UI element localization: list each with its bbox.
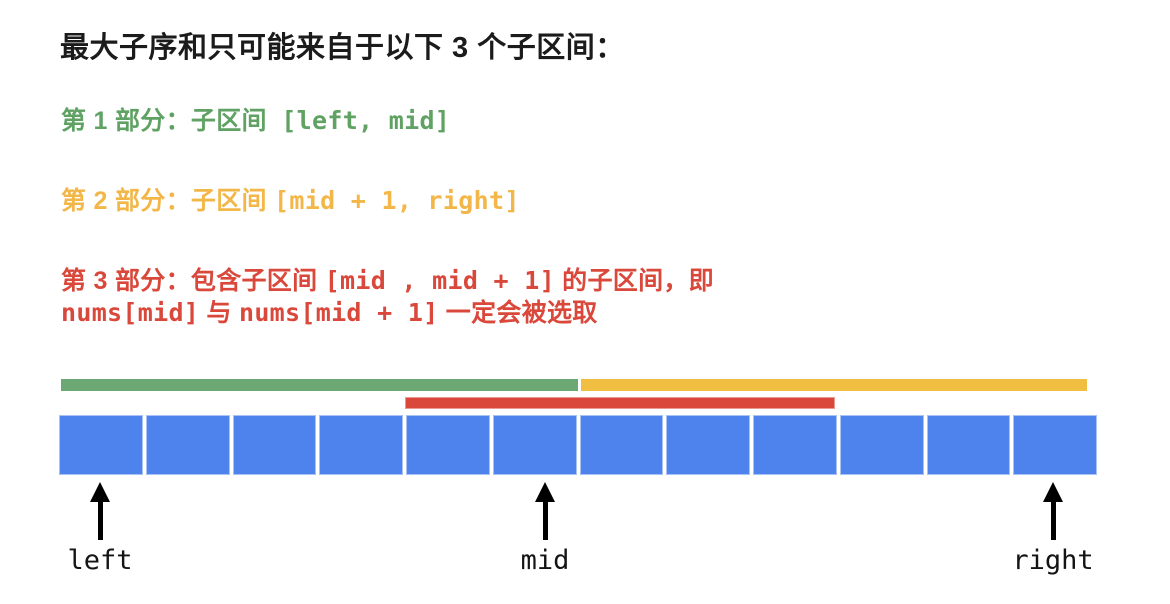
arrow-head	[90, 482, 110, 502]
part-2-label: 第 2 部分：子区间 [mid + 1, right]	[61, 181, 520, 217]
array-cell	[1013, 415, 1097, 475]
arrow-shaft	[542, 502, 548, 540]
left-pointer: left	[20, 482, 180, 576]
array-cell	[926, 415, 1011, 475]
label-text: 与	[199, 299, 239, 327]
array-cell	[666, 415, 750, 475]
array-cell	[319, 415, 403, 475]
crossing-mid-interval-bar	[405, 397, 835, 409]
mid-plus-1-to-right-interval-bar	[581, 379, 1087, 391]
left-pointer-label: left	[67, 545, 133, 576]
right-pointer: right	[973, 482, 1133, 576]
array-cell	[839, 415, 924, 475]
part-3-label-line-2: nums[mid] 与 nums[mid + 1] 一定会被选取	[61, 293, 598, 329]
up-arrow-icon	[90, 482, 110, 540]
array-cell	[406, 415, 490, 475]
up-arrow-icon	[535, 482, 555, 540]
code-text: nums[mid + 1]	[238, 298, 439, 327]
array-cell	[492, 415, 577, 475]
left-to-mid-interval-bar	[61, 379, 578, 391]
label-text: 一定会被选取	[438, 299, 598, 327]
array-cell	[753, 415, 837, 475]
array-cell	[232, 415, 317, 475]
part-3-label-line-1: 第 3 部分：包含子区间 [mid , mid + 1] 的子区间，即	[61, 261, 714, 297]
code-text: nums[mid]	[61, 298, 200, 327]
label-text: 的子区间，即	[554, 267, 714, 295]
arrow-shaft	[97, 502, 103, 540]
array-cell	[579, 415, 664, 475]
arrow-shaft	[1050, 502, 1056, 540]
arrow-head	[1043, 482, 1063, 502]
part-1-label: 第 1 部分：子区间 [left, mid]	[61, 101, 450, 137]
label-text: 第 3 部分：包含子区间	[61, 267, 325, 295]
label-text: 第 1 部分：子区间	[61, 107, 282, 135]
right-pointer-label: right	[1012, 545, 1094, 576]
label-text: 第 2 部分：子区间	[61, 187, 275, 215]
code-text: [mid , mid + 1]	[324, 266, 555, 295]
array-cell	[59, 415, 143, 475]
mid-pointer-label: mid	[520, 545, 570, 576]
code-text: [mid + 1, right]	[274, 186, 520, 215]
array-cell	[145, 415, 230, 475]
mid-pointer: mid	[465, 482, 625, 576]
page-title: 最大子序和只可能来自于以下 3 个子区间：	[60, 32, 625, 64]
arrow-head	[535, 482, 555, 502]
code-text: [left, mid]	[281, 106, 451, 135]
up-arrow-icon	[1043, 482, 1063, 540]
array-cells-row	[59, 415, 1097, 475]
